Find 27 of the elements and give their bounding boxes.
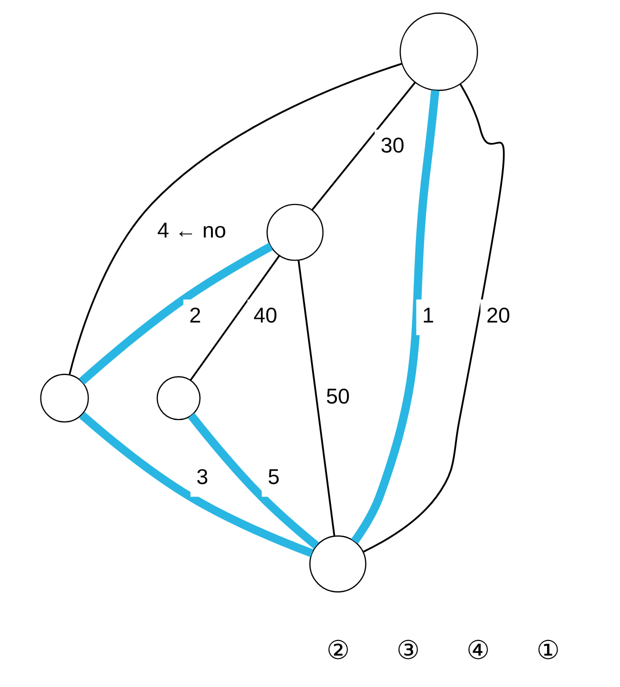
edge-label: 2	[188, 304, 201, 328]
edge-label: 4 ← no	[156, 218, 226, 243]
edge-label: 5	[267, 465, 280, 490]
connector	[362, 84, 504, 553]
connector	[310, 82, 416, 211]
edge-label: 40	[252, 304, 277, 328]
label: ④	[466, 635, 490, 666]
label: ③	[396, 635, 419, 666]
connector	[350, 90, 439, 544]
edge-label: 50	[325, 384, 350, 408]
node-circle	[399, 12, 478, 91]
edge-label: 20	[486, 304, 510, 328]
connector	[78, 242, 272, 385]
label: ②	[326, 635, 349, 666]
node-circle	[266, 204, 324, 261]
label: ①	[536, 635, 560, 666]
edge-label: 1	[422, 304, 434, 328]
connector	[78, 412, 313, 558]
edge-label: 30	[380, 134, 404, 158]
connector	[189, 255, 280, 381]
node-circle	[40, 374, 88, 423]
connector	[297, 260, 335, 536]
edge-label: 3	[196, 465, 208, 490]
connector	[68, 62, 402, 375]
node-circle	[308, 535, 366, 592]
connector	[187, 412, 319, 549]
node-circle	[156, 376, 200, 420]
